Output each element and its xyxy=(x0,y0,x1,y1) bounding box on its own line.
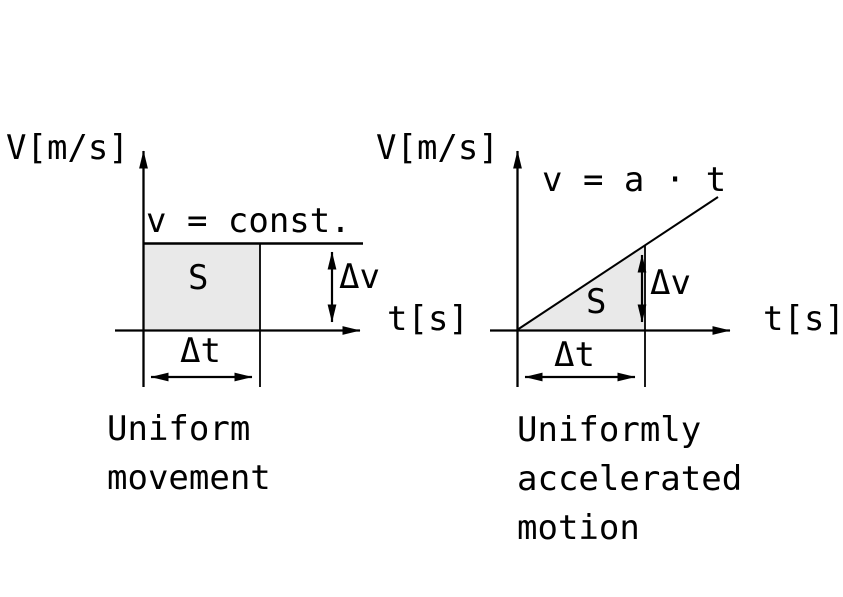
left-x-axis-label: t[s] xyxy=(387,299,469,339)
right-caption-line-1: Uniformly xyxy=(517,410,702,450)
left-equation-label: v = const. xyxy=(146,201,351,241)
right-caption: Uniformly accelerated motion xyxy=(517,406,742,553)
left-y-axis-label: V[m/s] xyxy=(6,128,129,168)
left-caption: Uniform movement xyxy=(107,405,271,503)
left-area-rect xyxy=(143,243,261,331)
right-velocity-line xyxy=(516,196,719,331)
left-graph xyxy=(115,150,363,387)
right-y-axis-label: V[m/s] xyxy=(376,128,499,168)
right-caption-line-2: accelerated xyxy=(517,459,743,499)
right-caption-line-3: motion xyxy=(517,508,640,548)
right-delta-t-label: Δt xyxy=(554,335,595,375)
left-caption-line-2: movement xyxy=(107,458,271,498)
right-equation-label: v = a · t xyxy=(542,160,727,200)
right-x-axis-label: t[s] xyxy=(763,299,843,339)
left-area-label: S xyxy=(188,258,209,298)
right-area-label: S xyxy=(586,282,607,322)
right-delta-v-label: Δv xyxy=(650,263,691,303)
left-delta-v-label: Δv xyxy=(339,257,380,297)
right-graph xyxy=(490,150,731,387)
left-delta-t-label: Δt xyxy=(180,331,221,371)
left-caption-line-1: Uniform xyxy=(107,409,251,449)
